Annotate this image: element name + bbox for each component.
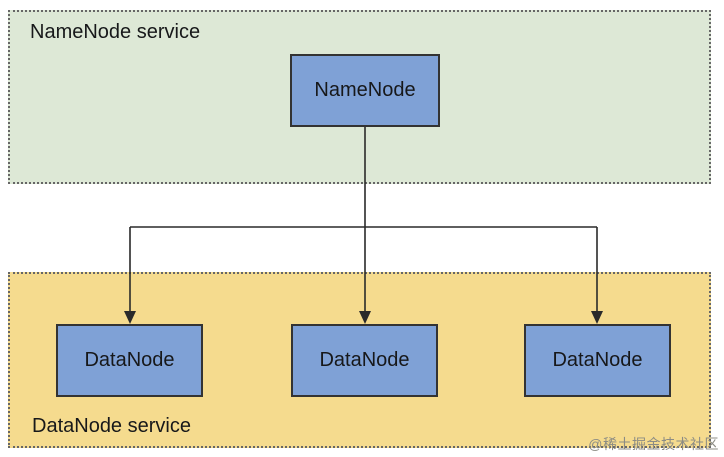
datanode-box-3: DataNode <box>524 324 671 397</box>
namenode-service-label: NameNode service <box>30 21 201 43</box>
namenode-service-zone: NameNode service <box>8 10 711 184</box>
datanode-box-1-label: DataNode <box>84 349 175 371</box>
datanode-box-2-label: DataNode <box>319 349 410 371</box>
watermark: @稀土掘金技术社区 <box>588 436 719 452</box>
datanode-box-1: DataNode <box>56 324 203 397</box>
datanode-service-label: DataNode service <box>32 415 191 437</box>
namenode-box-label: NameNode <box>314 79 416 101</box>
datanode-box-3-label: DataNode <box>552 349 643 371</box>
namenode-box: NameNode <box>290 54 440 127</box>
datanode-box-2: DataNode <box>291 324 438 397</box>
